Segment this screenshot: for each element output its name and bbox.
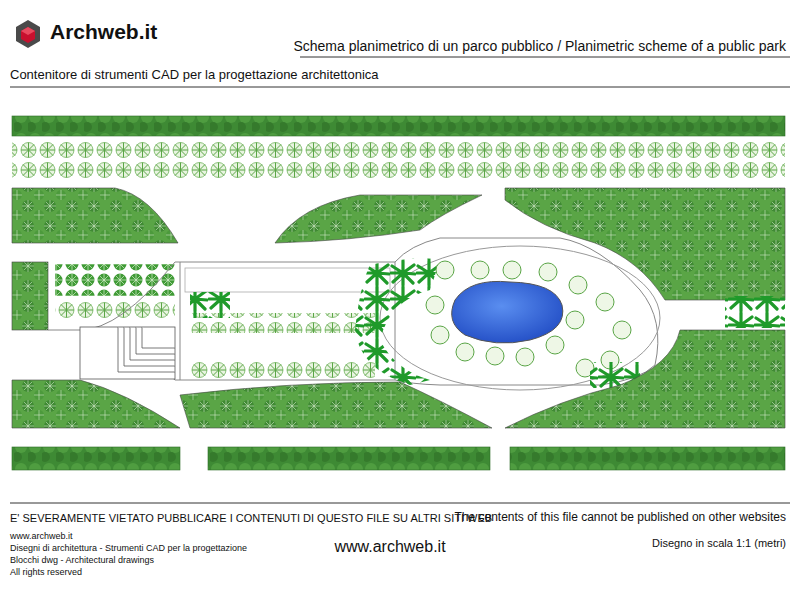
tree-row (190, 360, 375, 380)
website: www.archweb.it (334, 538, 445, 556)
header-rule (300, 57, 790, 58)
lawn-area (505, 188, 785, 300)
pond (452, 281, 563, 343)
lawn-area (12, 380, 180, 428)
hedge-band (12, 447, 180, 470)
lawn-area (505, 330, 785, 428)
copyright-note: The contents of this file cannot be publ… (454, 511, 786, 525)
footer-line: www.archweb.it (10, 531, 73, 541)
palm-group (725, 296, 785, 328)
subtitle: Contenitore di strumenti CAD per la prog… (10, 68, 379, 83)
tree-row (55, 264, 175, 296)
path-edge (185, 268, 390, 292)
hedge-band (12, 116, 785, 136)
footer-line: All rights reserved (10, 567, 82, 577)
copyright-note: E' SEVERAMENTE VIETATO PUBBLICARE I CONT… (10, 512, 492, 525)
logo (16, 20, 40, 48)
palm-group (355, 258, 440, 385)
lawn-area (180, 382, 492, 428)
building (80, 327, 175, 379)
lawn-area (275, 195, 482, 243)
lawn-area (12, 262, 48, 330)
footer-line: Disegni di architettura - Strumenti CAD … (10, 543, 247, 553)
hedge-band (510, 447, 785, 470)
tree-ring (426, 261, 631, 377)
header-rule (10, 87, 790, 88)
tree-row (55, 300, 175, 320)
footer-rule (10, 503, 790, 504)
tree-row (12, 140, 785, 180)
drawing-title: Schema planimetrico di un parco pubblico… (293, 38, 786, 54)
palm-group (190, 292, 230, 318)
lawn-area (12, 188, 178, 243)
brand-name: Archweb.it (50, 20, 157, 44)
footer-line: Blocchi dwg - Architectural drawings (10, 555, 154, 565)
scale-note: Disegno in scala 1:1 (metri) (652, 537, 786, 550)
path-edge (48, 238, 658, 385)
hedge-band (208, 447, 490, 470)
